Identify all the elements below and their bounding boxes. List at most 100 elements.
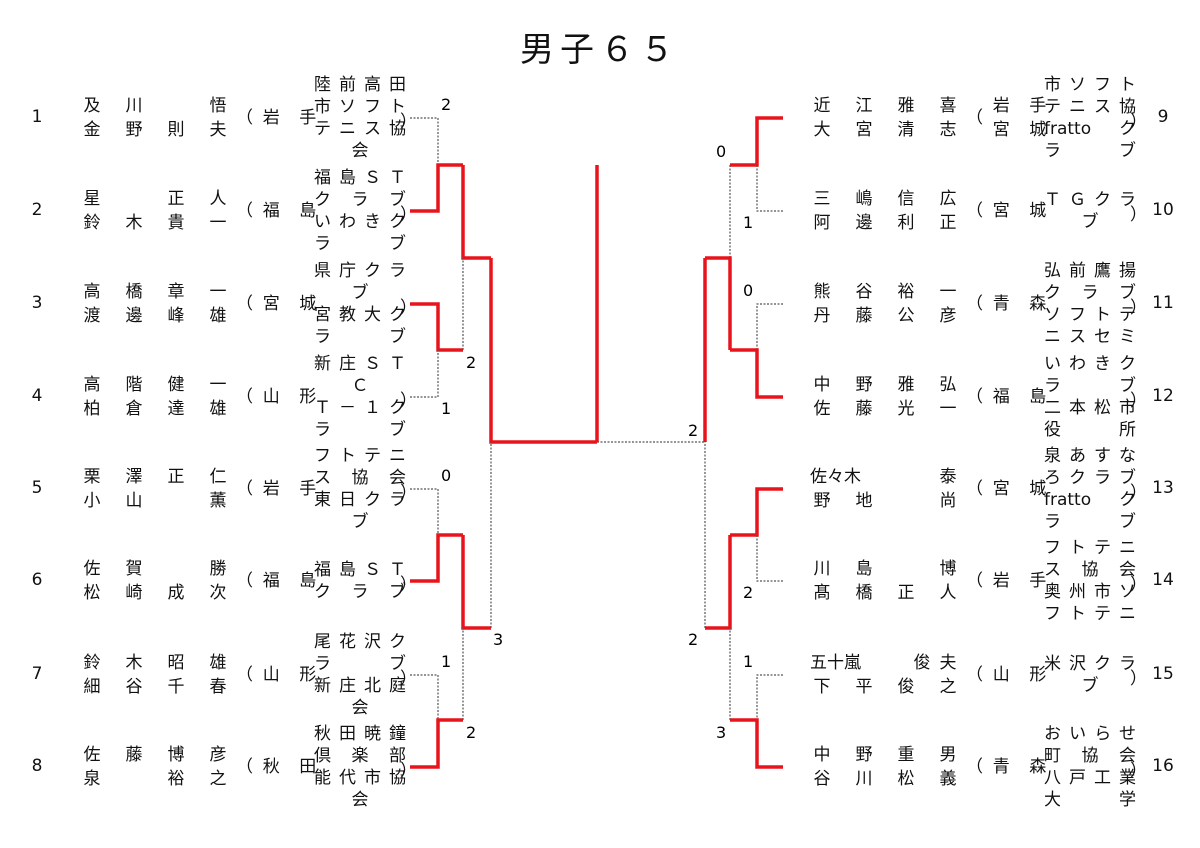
club-line: ラ ブ — [1044, 141, 1136, 161]
prefecture-values: 岩手 — [253, 106, 326, 130]
prefecture-1: 宮城 — [253, 292, 326, 316]
club-line: Ｔ－１ク — [314, 398, 406, 418]
paren-open: （ — [236, 294, 253, 314]
club-name: 秋田暁鐘倶 楽 部能代市協会 — [314, 723, 406, 811]
club-line: 新庄ＳＴ — [314, 354, 406, 374]
player-1-name: 熊谷裕一 — [810, 280, 960, 304]
player-names: 高階健一柏倉達雄 — [80, 373, 230, 421]
club-line: 新庄北庭 — [314, 676, 406, 696]
prefecture-1: 山形 — [253, 385, 326, 409]
club-line: frattoク — [1044, 490, 1136, 510]
name-char: 谷 — [855, 282, 873, 302]
club-line: ラ ブ — [1044, 512, 1136, 532]
club-line: 県庁クラ — [314, 261, 406, 281]
name-char: 則 — [167, 120, 185, 140]
seed-number: 12 — [1152, 386, 1174, 406]
winner-line — [705, 256, 732, 350]
pref-char: 山 — [262, 387, 280, 407]
name-char: 邊 — [125, 306, 143, 326]
name-char: 川 — [813, 559, 831, 579]
pref-char: 手 — [1029, 96, 1047, 116]
club-name: 県庁クラブ宮教大クラ ブ — [314, 260, 406, 348]
club-line: いわきク — [314, 212, 406, 232]
name-char: 橋 — [125, 282, 143, 302]
club-line: ソフトテ — [1044, 305, 1136, 325]
prefecture-1: 福島 — [253, 569, 326, 593]
player-names: 五十嵐俊夫下平俊之 — [810, 651, 960, 699]
player-2-name: 渡邊峰雄 — [80, 304, 230, 328]
club-line: 宮教大ク — [314, 305, 406, 325]
match-score: 1 — [743, 213, 753, 232]
club-line: Ｃ — [351, 376, 369, 396]
paren-open: （ — [966, 665, 983, 685]
prefecture-values: 山形 — [983, 663, 1056, 687]
club-line: 役 所 — [1044, 420, 1136, 440]
player-1-name: 佐賀勝 — [80, 557, 230, 581]
club-name: フトテニス 協 会奥州市ソフトテニ — [1044, 537, 1136, 625]
match-score: 2 — [743, 583, 753, 602]
club-line: テニス協 — [1044, 97, 1136, 117]
player-names: 星正人鈴木貴一 — [80, 187, 230, 235]
pref-char: 福 — [992, 387, 1010, 407]
player-1-name: 佐々木泰 — [810, 465, 960, 489]
paren-open: （ — [966, 201, 983, 221]
name-char: 薫 — [209, 491, 227, 511]
name-char: 一 — [209, 282, 227, 302]
name-char: 宮 — [855, 120, 873, 140]
player-1-name: 中野重男 — [810, 743, 960, 767]
prefecture: （青森 — [966, 743, 1056, 791]
name-char: 三 — [813, 189, 831, 209]
name-char: 野 — [855, 745, 873, 765]
paren-close: ） — [1130, 112, 1147, 132]
seed-number: 14 — [1152, 570, 1174, 590]
player-2-name: 泉裕之 — [80, 767, 230, 791]
club-line: 奥州市ソ — [1044, 582, 1136, 602]
club-line: ラ ブ — [314, 420, 406, 440]
prefecture-values: 宮城 — [983, 199, 1056, 223]
paren-close: ） — [1130, 669, 1147, 689]
paren-open: （ — [236, 387, 253, 407]
name-char: 近 — [813, 96, 831, 116]
player-2-name: 小山薫 — [80, 489, 230, 513]
winner-line — [730, 116, 783, 167]
pref-char: 宮 — [992, 479, 1010, 499]
club-line: 陸前高田 — [314, 75, 406, 95]
club-name: ＴＧクラブ — [1044, 189, 1136, 233]
pref-char: 宮 — [992, 201, 1010, 221]
paren-close: ） — [400, 391, 417, 411]
pref-char: 形 — [299, 387, 317, 407]
name-char: 博 — [939, 559, 957, 579]
name-char: 裕 — [897, 282, 915, 302]
player-2-name: 柏倉達雄 — [80, 397, 230, 421]
prefecture-1: 山形 — [983, 663, 1056, 687]
name-char: 佐々木 — [810, 467, 861, 487]
seed-number: 11 — [1152, 293, 1174, 313]
bracket-line — [410, 674, 439, 720]
pref-char: 形 — [1029, 665, 1047, 685]
winner-line — [489, 258, 597, 444]
club-line: ス 協 会 — [1044, 560, 1136, 580]
club-line: ク ラ ブ — [314, 190, 406, 210]
name-char: 佐 — [83, 559, 101, 579]
pref-char: 森 — [1029, 757, 1047, 777]
seed-number: 3 — [31, 293, 43, 313]
prefecture-1: 山形 — [253, 663, 326, 687]
club-line: 市ソフト — [1044, 75, 1136, 95]
seed-number: 8 — [31, 756, 43, 776]
prefecture: （福島 — [966, 373, 1056, 421]
name-char: 山 — [125, 491, 143, 511]
player-2-name: 野地尚 — [810, 489, 960, 513]
name-char: 嶋 — [855, 189, 873, 209]
club-line: 大 学 — [1044, 790, 1136, 810]
name-char: 章 — [167, 282, 185, 302]
match-score: 2 — [688, 421, 698, 440]
seed-number: 2 — [31, 200, 43, 220]
paren-close: ） — [1130, 298, 1147, 318]
player-2-name: 丹藤公彦 — [810, 304, 960, 328]
prefecture-2: 宮城 — [983, 118, 1056, 142]
prefecture-values: 宮城 — [253, 292, 326, 316]
name-char: 峰 — [167, 306, 185, 326]
pref-char: 田 — [299, 757, 317, 777]
